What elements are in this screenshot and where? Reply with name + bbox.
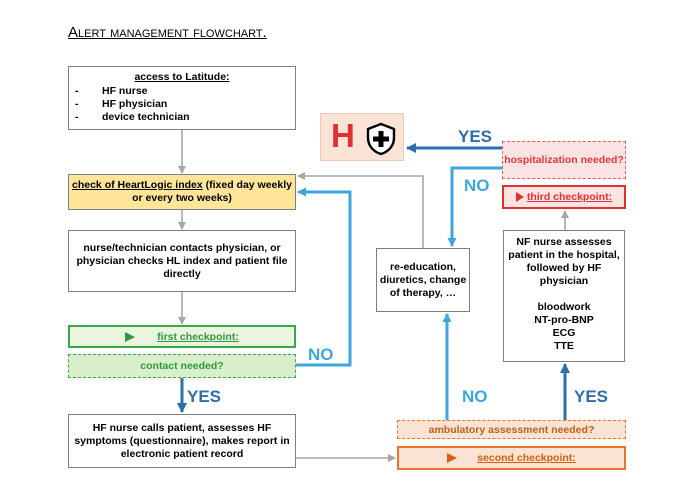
arrow-no-hosp-to-reedu — [447, 166, 502, 247]
assessment-test: ECG — [552, 327, 576, 339]
first-checkpoint-label: first checkpoint: — [157, 330, 239, 343]
label-yes-contact: YES — [187, 387, 222, 406]
assessment-text: NF nurse assesses patient in the hospita… — [508, 236, 620, 287]
hospitalization-needed-box: hospitalization needed? — [502, 141, 626, 179]
second-checkpoint-box: second checkpoint: — [397, 446, 626, 470]
access-item-text: device technician — [102, 111, 190, 123]
reeducation-text: re-education, diuretics, change of thera… — [379, 260, 467, 299]
ambulatory-needed-box: ambulatory assessment needed? — [397, 420, 626, 439]
label-yes-ambulatory: YES — [574, 387, 609, 406]
access-list: - HF nurse - HF physician - device technici… — [75, 85, 289, 124]
access-item: - HF physician — [75, 98, 289, 111]
play-triangle-icon — [515, 192, 524, 202]
assessment-test: NT-pro-BNP — [534, 314, 594, 326]
arrow-no-contact-to-check — [296, 187, 352, 367]
access-item: - HF nurse — [75, 85, 289, 98]
medical-shield-icon — [366, 122, 396, 156]
access-item: - device technician — [75, 111, 289, 124]
access-item-text: HF nurse — [102, 85, 148, 97]
hospital-assessment-box: NF nurse assesses patient in the hospita… — [503, 230, 625, 362]
hospitalization-label: hospitalization needed? — [504, 154, 624, 166]
label-no-hospitalization: NO — [464, 176, 490, 195]
assessment-test: bloodwork — [537, 301, 591, 313]
bullet: - — [75, 111, 79, 123]
bullet: - — [75, 85, 79, 97]
access-item-text: HF physician — [102, 98, 168, 110]
hf-nurse-calls-box: HF nurse calls patient, assesses HF symp… — [68, 414, 296, 468]
check-heartlogic-box: check of HeartLogic index (fixed day wee… — [68, 174, 296, 210]
nurse-contacts-box: nurse/technician contacts physician, or … — [68, 230, 296, 292]
third-checkpoint-box: third checkpoint: — [502, 185, 626, 209]
hospital-box: H — [320, 113, 404, 161]
label-no-ambulatory: NO — [462, 387, 488, 406]
hf-nurse-calls-text: HF nurse calls patient, assesses HF symp… — [74, 421, 290, 460]
reeducation-box: re-education, diuretics, change of thera… — [376, 248, 470, 312]
access-box: access to Latitude: - HF nurse - HF physic… — [68, 66, 296, 130]
check-underlined: check of HeartLogic index — [72, 179, 203, 191]
access-heading: access to Latitude: — [134, 71, 230, 83]
assessment-test: TTE — [554, 340, 574, 352]
check-rest: (fixed day weekly or every two weeks) — [132, 179, 292, 204]
label-no-contact: NO — [308, 345, 334, 364]
contact-needed-box: contact needed? — [68, 354, 296, 378]
ambulatory-label: ambulatory assessment needed? — [428, 423, 595, 436]
arrow-reedu-to-check — [297, 172, 424, 248]
contact-needed-label: contact needed? — [140, 360, 224, 372]
check-text: check of HeartLogic index (fixed day wee… — [69, 179, 295, 205]
first-checkpoint-box: first checkpoint: — [68, 325, 296, 348]
label-yes-hospitalization: YES — [458, 127, 493, 146]
third-checkpoint-label: third checkpoint: — [526, 191, 613, 203]
bullet: - — [75, 98, 79, 110]
second-checkpoint-label: second checkpoint: — [477, 452, 576, 464]
play-triangle-icon — [447, 453, 458, 463]
play-triangle-icon — [125, 331, 136, 342]
nurse-contacts-text: nurse/technician contacts physician, or … — [76, 241, 288, 280]
hospital-h-icon: H — [331, 117, 355, 154]
diagram-title: Alert management flowchart. — [68, 24, 267, 41]
